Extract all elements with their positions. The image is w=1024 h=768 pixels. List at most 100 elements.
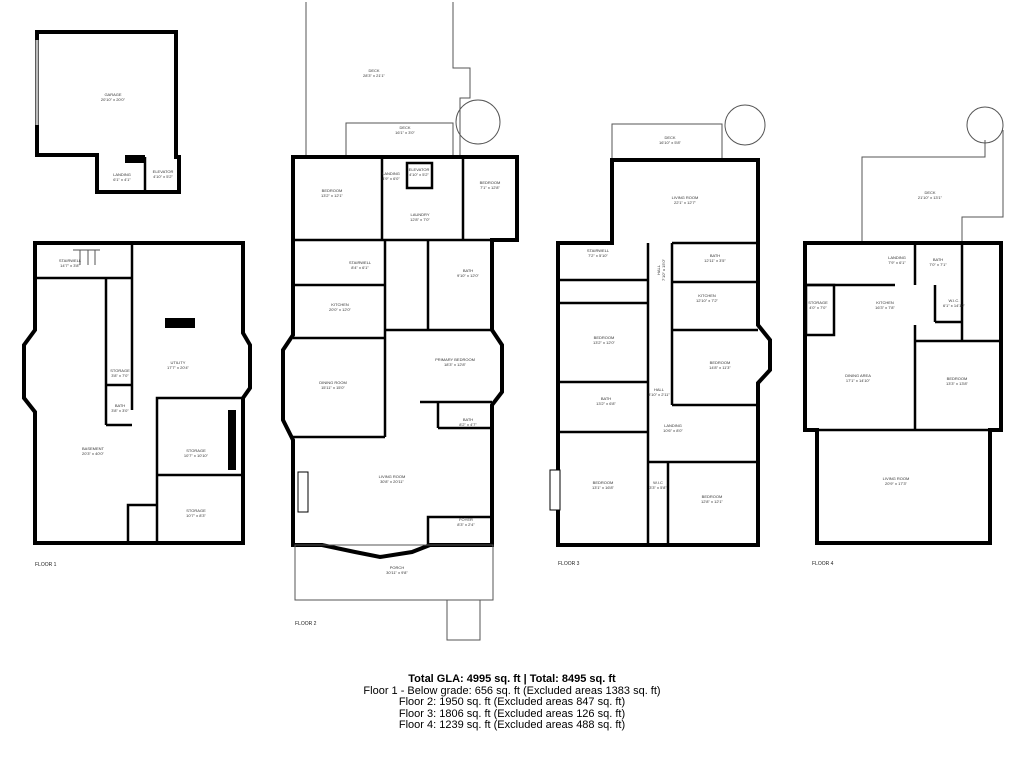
room-dims: 3'8" x 7'0" xyxy=(111,373,129,378)
room-dims: 6'1" x 4'1" xyxy=(113,177,131,182)
room-label: LIVING ROOM xyxy=(672,195,699,200)
room-dims: 3'8" x 3'0" xyxy=(111,408,129,413)
room-label: DECK xyxy=(368,68,379,73)
room-dims: 7'0" x 7'1" xyxy=(929,262,947,267)
room-dims: 7'10" x 15'0" xyxy=(661,258,666,281)
room-label: BATH xyxy=(115,403,125,408)
room-dims: 12'11" x 3'5" xyxy=(704,258,726,263)
room-label: HALL xyxy=(654,387,665,392)
room-dims: 9'10" x 12'0" xyxy=(457,273,480,278)
floor-3-area: Floor 3: 1806 sq. ft (Excluded areas 126… xyxy=(398,707,626,720)
room-dims: 3'10" x 2'11" xyxy=(648,392,670,397)
room-label: STAIRWELL xyxy=(59,258,82,263)
room-label: PRIMARY BEDROOM xyxy=(435,357,475,362)
room-dims: 4'0" x 7'0" xyxy=(809,305,827,310)
floor-2-label: FLOOR 2 xyxy=(295,621,317,627)
room-label: BEDROOM xyxy=(480,180,501,185)
floor-3-label: FLOOR 3 xyxy=(558,561,580,567)
room-dims: 20'0" x 12'0" xyxy=(329,307,352,312)
room-label: LANDING xyxy=(382,171,400,176)
room-dims: 14'8" x 11'3" xyxy=(709,365,731,370)
floor-4-area: Floor 4: 1239 sq. ft (Excluded areas 488… xyxy=(398,719,626,731)
room-label: STORAGE xyxy=(110,368,130,373)
room-label: BATH xyxy=(710,253,720,258)
room-label: BEDROOM xyxy=(322,188,343,193)
room-label: STORAGE xyxy=(808,300,828,305)
room-dims: 12'8" x 12'1" xyxy=(701,499,724,504)
room-dims: 20'10" x 20'0" xyxy=(101,97,126,102)
room-label: BASEMENT xyxy=(82,446,105,451)
room-dims: 10'7" x 10'10" xyxy=(184,453,209,458)
room-dims: 12'8" x 7'0" xyxy=(410,217,430,222)
room-label: BEDROOM xyxy=(947,376,968,381)
room-label: DECK xyxy=(399,125,410,130)
room-label: ELEVATOR xyxy=(153,169,174,174)
room-dims: 13'1" x 16'8" xyxy=(592,485,615,490)
room-label: GARAGE xyxy=(104,92,121,97)
room-dims: 30'11" x 9'8" xyxy=(386,570,408,575)
room-dims: 15'11" x 15'0" xyxy=(321,385,345,390)
room-label: BATH xyxy=(463,417,473,422)
room-dims: 4'9" x 6'0" xyxy=(382,176,400,181)
room-dims: 13'2" x 6'8" xyxy=(596,401,616,406)
room-label: BEDROOM xyxy=(710,360,731,365)
room-dims: 10'6" x 8'0" xyxy=(663,428,683,433)
floor-2-area: Floor 2: 1950 sq. ft (Excluded areas 847… xyxy=(398,696,626,708)
room-dims: 16'1" x 3'0" xyxy=(395,130,415,135)
room-dims: 8'2" x 4'7" xyxy=(459,422,477,427)
room-label: KITCHEN xyxy=(876,300,894,305)
room-dims: 21'10" x 13'1" xyxy=(918,195,943,200)
room-label: STORAGE xyxy=(186,448,206,453)
room-label: LAUNDRY xyxy=(410,212,429,217)
room-dims: 4'10" x 5'2" xyxy=(153,174,173,179)
room-dims: 10'7" x 8'3" xyxy=(186,513,206,518)
room-dims: 16'3" x 7'8" xyxy=(875,305,895,310)
room-dims: 28'3" x 21'1" xyxy=(363,73,386,78)
room-dims: 13'3" x 13'8" xyxy=(946,381,969,386)
room-dims: 20'9" x 17'3" xyxy=(885,481,908,486)
room-label: DINING AREA xyxy=(845,373,871,378)
room-dims: 8'3" x 2'4" xyxy=(457,522,475,527)
area-summary: Total GLA: 4995 sq. ft | Total: 8495 sq.… xyxy=(0,673,1024,732)
room-dims: 8'4" x 6'1" xyxy=(351,265,369,270)
room-label: DINING ROOM xyxy=(319,380,347,385)
room-dims: 7'1" x 12'8" xyxy=(480,185,500,190)
room-label: FOYER xyxy=(459,517,473,522)
room-dims: 7'2" x 5'10" xyxy=(588,253,608,258)
room-dims: 17'1" x 14'10" xyxy=(846,378,871,383)
room-dims: 3'3" x 5'8" xyxy=(649,485,667,490)
room-label: BATH xyxy=(601,396,611,401)
room-dims: 13'2" x 12'0" xyxy=(593,340,616,345)
room-dims: 12'10" x 7'2" xyxy=(696,298,719,303)
room-label: HALL xyxy=(656,264,661,275)
room-dims: 20'3" x 40'0" xyxy=(82,451,105,456)
room-dims: 17'7" x 20'4" xyxy=(167,365,190,370)
total-area: Total GLA: 4995 sq. ft | Total: 8495 sq.… xyxy=(408,673,616,685)
room-label: ELEVATOR xyxy=(409,167,430,172)
room-dims: 7'9" x 6'1" xyxy=(888,260,906,265)
room-label: KITCHEN xyxy=(698,293,716,298)
room-label: PORCH xyxy=(390,565,405,570)
room-label: STAIRWELL xyxy=(349,260,372,265)
floor-4-label: FLOOR 4 xyxy=(812,561,834,567)
room-dims: 30'8" x 20'11" xyxy=(380,479,404,484)
room-label: UTILITY xyxy=(171,360,186,365)
room-label: STORAGE xyxy=(186,508,206,513)
floor-1-plan xyxy=(22,30,252,545)
room-label: LIVING ROOM xyxy=(883,476,910,481)
room-label: LIVING ROOM xyxy=(379,474,406,479)
room-dims: 13'2" x 12'1" xyxy=(321,193,344,198)
room-label: DECK xyxy=(664,135,675,140)
room-label: BEDROOM xyxy=(594,335,615,340)
floor-1-area: Floor 1 - Below grade: 656 sq. ft (Exclu… xyxy=(363,684,661,697)
room-dims: 22'1" x 12'7" xyxy=(674,200,697,205)
floor-4-plan xyxy=(803,106,1004,545)
room-label: KITCHEN xyxy=(331,302,349,307)
room-label: W.I.C. xyxy=(949,298,960,303)
room-label: BATH xyxy=(463,268,473,273)
room-label: W.I.C xyxy=(653,480,663,485)
room-label: LANDING xyxy=(664,423,682,428)
room-label: BEDROOM xyxy=(593,480,614,485)
